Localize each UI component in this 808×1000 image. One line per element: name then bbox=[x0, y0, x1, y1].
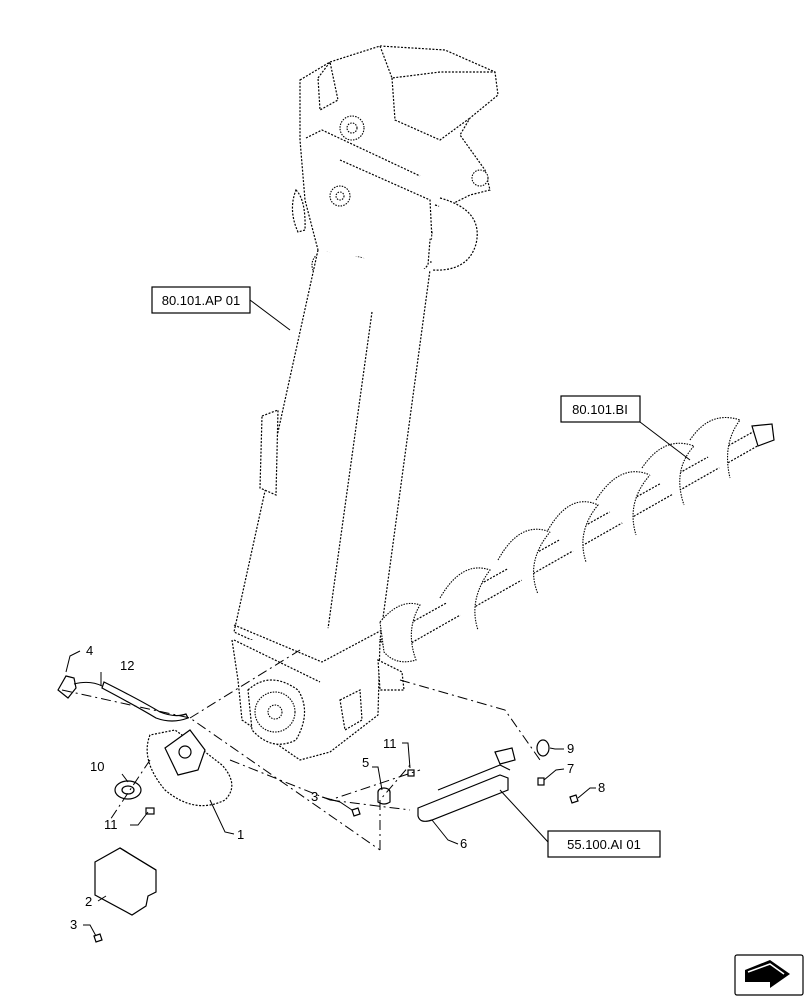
callout-9: 9 bbox=[567, 741, 574, 756]
next-page-arrow-icon[interactable] bbox=[734, 954, 804, 996]
reference-auger[interactable]: 80.101.BI bbox=[560, 395, 641, 423]
callout-5: 5 bbox=[362, 755, 369, 770]
callout-12: 12 bbox=[120, 658, 134, 673]
callout-6: 6 bbox=[460, 836, 467, 851]
auger-assembly bbox=[379, 416, 775, 663]
callout-10: 10 bbox=[90, 759, 104, 774]
reference-auger-label: 80.101.BI bbox=[572, 402, 628, 417]
callout-11-left: 11 bbox=[104, 817, 118, 832]
callout-numbers: 4 12 10 11 1 2 3 3 5 11 6 9 7 8 bbox=[70, 643, 605, 932]
reference-elevator[interactable]: 80.101.AP 01 bbox=[151, 286, 251, 314]
callout-8: 8 bbox=[598, 780, 605, 795]
assembly-center-lines bbox=[61, 649, 541, 851]
callout-2: 2 bbox=[85, 894, 92, 909]
callout-11-middle: 11 bbox=[383, 736, 397, 751]
elevator-assembly bbox=[231, 45, 499, 761]
callout-1: 1 bbox=[237, 827, 244, 842]
callout-3-bottom: 3 bbox=[70, 917, 77, 932]
leader-lines bbox=[65, 299, 691, 937]
reference-assembly-label: 55.100.AI 01 bbox=[567, 837, 641, 852]
reference-assembly[interactable]: 55.100.AI 01 bbox=[547, 830, 661, 858]
reference-elevator-label: 80.101.AP 01 bbox=[162, 293, 241, 308]
callout-3-middle: 3 bbox=[311, 789, 318, 804]
exploded-parts bbox=[57, 675, 579, 943]
callout-4: 4 bbox=[86, 643, 93, 658]
callout-7: 7 bbox=[567, 761, 574, 776]
